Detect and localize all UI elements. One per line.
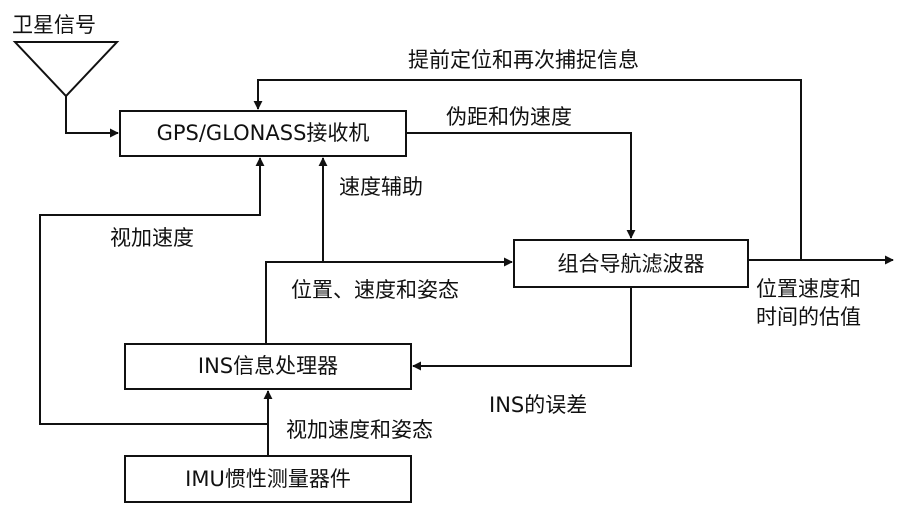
antenna-icon [12, 41, 120, 98]
output-label-line1: 位置速度和 [756, 277, 861, 301]
position-velocity-attitude-label: 位置、速度和姿态 [291, 278, 459, 302]
imu-block: IMU惯性测量器件 [124, 455, 412, 503]
position-velocity-attitude-arrow [265, 257, 513, 344]
antenna-label: 卫星信号 [12, 13, 96, 37]
ins-label: INS信息处理器 [198, 354, 338, 378]
ins-error-arrow [412, 287, 632, 371]
sight-velocity-label: 视加速度 [110, 226, 194, 250]
reacquisition-label: 提前定位和再次捕捉信息 [408, 48, 639, 72]
sight-velocity-arrow [39, 157, 268, 425]
pseudorange-arrow [406, 132, 636, 239]
imu-label: IMU惯性测量器件 [185, 467, 351, 491]
antenna-to-receiver-arrow [65, 96, 119, 138]
filter-block: 组合导航滤波器 [513, 239, 749, 288]
sight-velocity-attitude-label: 视加速度和姿态 [286, 418, 433, 442]
output-label-line2: 时间的估值 [756, 305, 861, 329]
ins-block: INS信息处理器 [124, 343, 412, 390]
velocity-aid-label: 速度辅助 [339, 175, 423, 199]
receiver-label: GPS/GLONASS接收机 [157, 121, 370, 145]
filter-label: 组合导航滤波器 [558, 252, 705, 276]
pseudorange-label: 伪距和伪速度 [446, 105, 572, 129]
ins-error-label: INS的误差 [489, 393, 587, 417]
reacquisition-arrow [253, 79, 802, 260]
receiver-block: GPS/GLONASS接收机 [119, 110, 407, 157]
